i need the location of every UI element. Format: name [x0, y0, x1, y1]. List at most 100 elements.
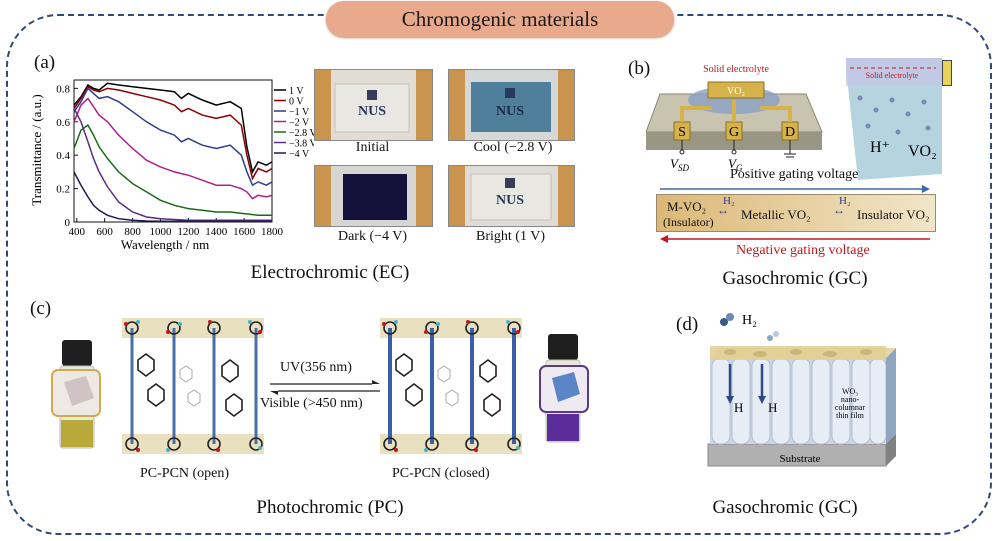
h-atom-2: H [768, 400, 777, 415]
terminal-g: G [729, 125, 739, 140]
panel-b-caption: Gasochromic (GC) [722, 268, 868, 289]
transmittance-chart: Transmittance / (a.u.) 400 600 800 1000 1200… [29, 79, 314, 252]
panel-a-label: (a) [34, 52, 56, 73]
state-insulator-paren: (Insulator) [663, 215, 714, 229]
vsd-v: V [670, 156, 680, 171]
y-tick-label: 0.2 [56, 184, 70, 196]
chart-xlabel: Wavelength / nm [121, 237, 210, 252]
panel-c-caption: Photochromic (PC) [256, 497, 404, 518]
visible-label: Visible (>450 nm) [260, 396, 363, 411]
legend-item: −2 V [289, 118, 310, 129]
terminal-s: S [678, 125, 686, 140]
photo-dark-caption: Dark (−4 V) [337, 229, 408, 244]
framework-closed [380, 318, 522, 454]
y-tick-label: 0.4 [56, 150, 70, 162]
x-tick-label: 1000 [149, 226, 172, 238]
y-tick-label: 0.6 [56, 117, 70, 129]
gating-state-bar: M-VO₂ (Insulator) H₂ ↔ Metallic VO₂ H₂ ↔… [656, 194, 936, 232]
state-mvo2: M-VO₂ [667, 199, 707, 214]
legend-item: 1 V [289, 86, 304, 97]
panel-c-label: (c) [30, 298, 52, 319]
chart-plot-area: 400 600 800 1000 1200 1400 1600 1800 0 0.2 0.4 0.6 0… [56, 79, 314, 238]
positive-arrow [660, 185, 930, 193]
nus-logo-text: NUS [496, 104, 524, 119]
photo-initial-caption: Initial [355, 140, 390, 155]
vg-v: V [728, 156, 738, 171]
series-line-3 [73, 97, 273, 200]
solid-electrolyte-label-2: Solid electrolyte [866, 71, 919, 80]
photo-dark [314, 165, 433, 227]
terminal-d: D [785, 125, 795, 140]
x-tick-label: 1200 [177, 226, 200, 238]
x-tick-label: 600 [96, 226, 113, 238]
panel-d-caption: Gasochromic (GC) [712, 497, 858, 518]
photo-initial: NUS [314, 69, 433, 141]
h2-gas-text: H₂ [742, 313, 757, 328]
x-tick-label: 400 [69, 226, 86, 238]
battery-icon [942, 60, 952, 86]
h2-arrow-label-2: H₂ [839, 195, 851, 207]
double-arrow-2: ↔ [833, 203, 845, 217]
h2-arrow-label-1: H₂ [723, 195, 735, 207]
photo-cool: NUS [448, 69, 575, 141]
solid-electrolyte-label: Solid electrolyte [703, 64, 769, 75]
plot-frame [73, 79, 273, 223]
series-line-6 [73, 171, 272, 223]
series-line-4 [73, 123, 272, 217]
nus-logo-text: NUS [358, 104, 386, 119]
state-insulator: Insulator VO₂ [857, 207, 930, 222]
vo2-film-label: VO₂ [908, 143, 937, 160]
negative-gating-label: Negative gating voltage [736, 243, 870, 258]
x-tick-label: 1800 [261, 226, 284, 238]
x-tick-label: 1400 [205, 226, 228, 238]
series-line-5 [73, 108, 272, 222]
framework-open [122, 318, 264, 454]
panel-d-label: (d) [676, 314, 699, 335]
photo-cool-caption: Cool (−2.8 V) [473, 140, 553, 155]
closed-label: PC-PCN (closed) [392, 466, 490, 481]
y-tick-label: 0.8 [56, 83, 70, 95]
vial-closed [539, 334, 589, 443]
h-atom-1: H [734, 400, 743, 415]
h2-gas-label: H₂ [742, 313, 757, 328]
vg-label: VG [728, 156, 743, 173]
series-line-1 [73, 85, 273, 181]
positive-gating-label: Positive gating voltage [730, 167, 859, 182]
legend-item: −1 V [289, 107, 310, 118]
legend-item: 0 V [289, 97, 304, 108]
panel-a-caption: Electrochromic (EC) [250, 262, 410, 283]
double-arrow-1: ↔ [717, 203, 729, 217]
vo2-channel-label: VO₂ [727, 86, 745, 97]
vg-subscript: G [736, 163, 743, 173]
figure-title: Chromogenic materials [326, 1, 674, 37]
film-label-4: thin film [836, 411, 865, 420]
vial-open [51, 340, 101, 449]
state-metallic: Metallic VO₂ [741, 207, 811, 222]
reversible-arrows [270, 380, 380, 395]
wo3-nanocolumn-diagram: H₂ Substrate H H WO₃ nano- columnar thin… [707, 313, 896, 467]
nus-logo-text: NUS [496, 193, 524, 208]
h-plus-label: H⁺ [870, 139, 890, 156]
open-label: PC-PCN (open) [140, 466, 230, 481]
film-label-3: columnar [835, 403, 866, 412]
series-line-0 [73, 82, 273, 174]
series-line-2 [73, 87, 273, 187]
legend-item: −2.8 V [289, 128, 314, 139]
uv-label: UV(356 nm) [280, 360, 352, 375]
photo-bright: NUS [448, 165, 575, 227]
panel-b-label: (b) [628, 58, 651, 79]
y-tick-label: 0 [65, 217, 71, 229]
vsd-subscript: SD [678, 163, 690, 173]
negative-arrow [660, 235, 930, 243]
x-tick-label: 1600 [233, 226, 256, 238]
photo-bright-caption: Bright (1 V) [476, 229, 545, 244]
chart-ylabel: Transmittance / (a.u.) [29, 94, 44, 205]
vsd-label: VSD [670, 156, 689, 173]
legend-item: −3.8 V [289, 139, 314, 150]
legend-item: −4 V [289, 149, 310, 160]
film-label-2: nano- [841, 395, 860, 404]
x-tick-label: 800 [124, 226, 141, 238]
film-label-1: WO₃ [842, 387, 858, 396]
transistor-diagram: VO₂ Solid electrolyte S G D VSD VG Solid… [646, 58, 942, 180]
substrate-label: Substrate [780, 453, 821, 465]
